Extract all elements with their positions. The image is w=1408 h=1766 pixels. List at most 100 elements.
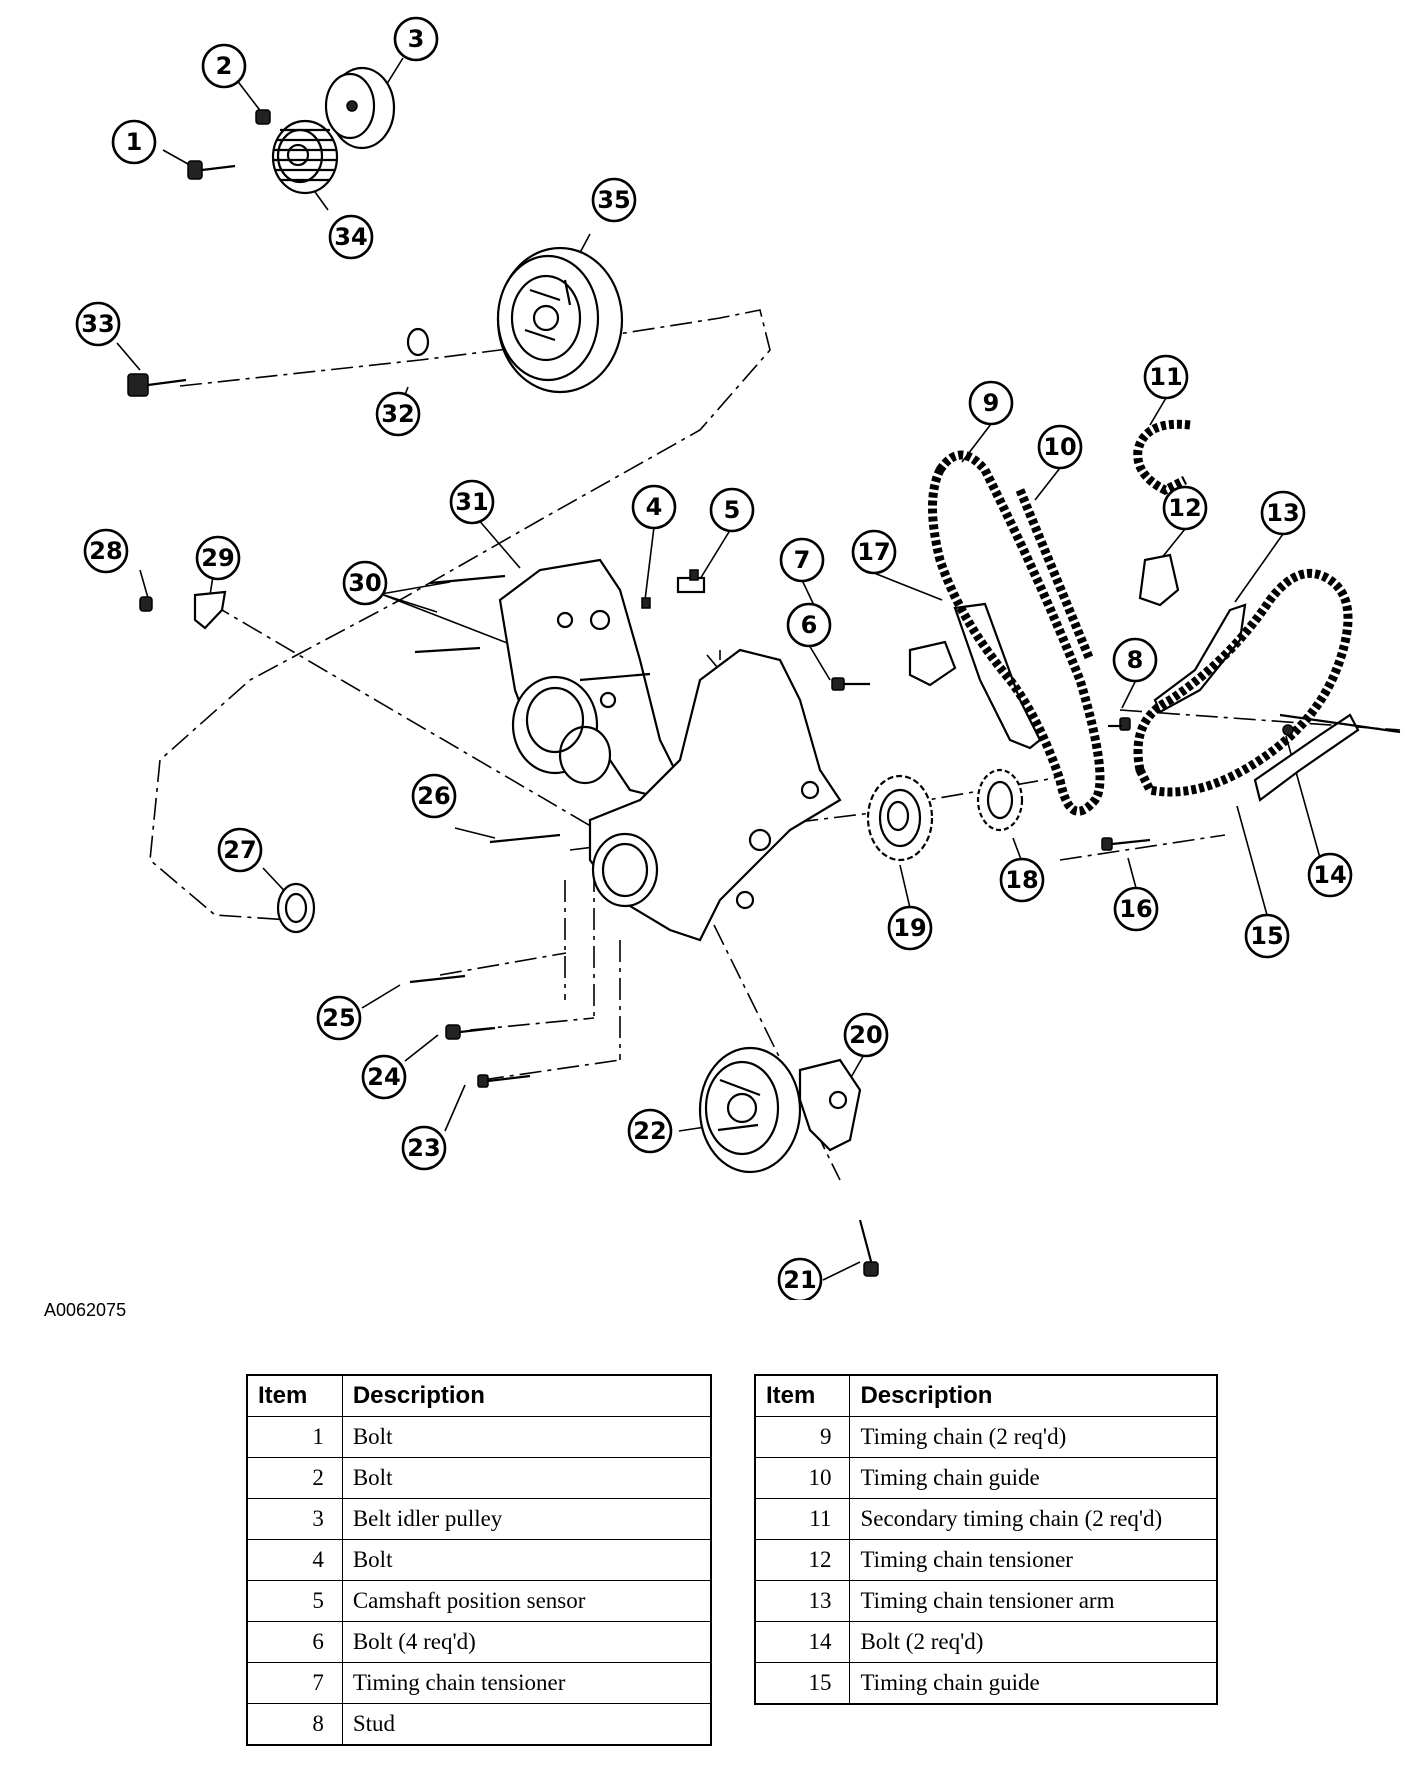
bolt-14 <box>1282 724 1294 736</box>
callout-21: 21 <box>777 1257 823 1300</box>
item-number: 6 <box>246 1621 343 1663</box>
callout-25: 25 <box>316 995 362 1041</box>
item-description: Bolt (2 req'd) <box>849 1621 1218 1663</box>
callout-label: 10 <box>1043 433 1076 461</box>
item-number: 9 <box>754 1416 851 1458</box>
callout-label: 29 <box>201 544 234 572</box>
callout-label: 23 <box>407 1134 440 1162</box>
callout-label: 25 <box>322 1004 355 1032</box>
callout-8: 8 <box>1112 637 1158 683</box>
power-steering-pump-pulley-22 <box>698 1046 802 1174</box>
callout-11: 11 <box>1143 354 1189 400</box>
callout-label: 30 <box>348 569 381 597</box>
callout-19: 19 <box>887 905 933 951</box>
callout-label: 17 <box>857 538 890 566</box>
legend-header-row: Item Description <box>246 1374 712 1417</box>
callout-label: 24 <box>367 1063 400 1091</box>
callout-label: 14 <box>1313 861 1346 889</box>
camshaft-position-sensor-5 <box>676 569 706 594</box>
callout-34: 34 <box>328 214 374 260</box>
callout-label: 28 <box>89 537 122 565</box>
callout-label: 13 <box>1266 499 1299 527</box>
crankshaft-pulley-35 <box>496 246 624 394</box>
callout-label: 27 <box>223 836 256 864</box>
callout-10: 10 <box>1037 424 1083 470</box>
item-number: 10 <box>754 1457 851 1499</box>
callout-3: 3 <box>393 16 439 62</box>
header-description: Description <box>849 1374 1218 1417</box>
sprocket-18 <box>976 768 1024 832</box>
secondary-timing-chain-11 <box>1133 419 1191 496</box>
timing-chain-guide-10 <box>1015 488 1095 662</box>
item-description: Timing chain tensioner <box>849 1539 1218 1581</box>
callout-label: 21 <box>783 1266 816 1294</box>
callout-1: 1 <box>111 119 157 165</box>
item-number: 14 <box>754 1621 851 1663</box>
callout-label: 32 <box>381 400 414 428</box>
callout-20: 20 <box>843 1012 889 1058</box>
item-number: 15 <box>754 1662 851 1705</box>
callout-29: 29 <box>195 535 241 581</box>
callout-label: 12 <box>1168 494 1201 522</box>
bolt-1 <box>187 160 236 180</box>
callout-label: 5 <box>724 496 741 524</box>
timing-chain-9 <box>928 450 1105 816</box>
engine-front-cover <box>588 648 842 942</box>
bolt-26 <box>489 833 561 844</box>
callout-label: 2 <box>216 52 233 80</box>
exploded-parts-diagram: 1 2 3 4 5 6 7 8 9 10 11 12 13 14 15 16 1… <box>75 16 1401 1300</box>
callout-label: 18 <box>1005 866 1038 894</box>
callout-label: 35 <box>597 186 630 214</box>
callout-13: 13 <box>1260 490 1306 536</box>
callout-label: 15 <box>1250 922 1283 950</box>
callout-label: 16 <box>1119 895 1152 923</box>
bolt-2 <box>255 109 271 125</box>
callout-17: 17 <box>851 529 897 575</box>
bolt-6 <box>831 677 870 691</box>
bolts-30 <box>414 574 651 682</box>
item-number: 12 <box>754 1539 851 1581</box>
item-description: Timing chain tensioner <box>341 1662 712 1704</box>
callout-label: 22 <box>633 1117 666 1145</box>
bolt-21 <box>858 1219 879 1277</box>
callout-31: 31 <box>449 479 495 525</box>
tensioner-arm-13 <box>1153 603 1247 714</box>
callout-label: 3 <box>408 25 425 53</box>
timing-chain-tensioner-7 <box>908 640 957 687</box>
callout-9: 9 <box>968 380 1014 426</box>
callout-7: 7 <box>779 537 825 583</box>
callout-30: 30 <box>342 560 388 606</box>
callout-label: 4 <box>646 493 663 521</box>
stud-25 <box>409 974 466 984</box>
callout-18: 18 <box>999 857 1045 903</box>
item-number: 1 <box>246 1416 343 1458</box>
item-description: Timing chain tensioner arm <box>849 1580 1218 1622</box>
bolt-4 <box>641 597 651 609</box>
callout-26: 26 <box>411 773 457 819</box>
callout-label: 34 <box>334 223 367 251</box>
power-steering-pump-20 <box>798 1058 862 1152</box>
callout-label: 7 <box>794 546 811 574</box>
item-number: 5 <box>246 1580 343 1622</box>
item-number: 2 <box>246 1457 343 1499</box>
washer-32 <box>406 327 430 357</box>
item-number: 13 <box>754 1580 851 1622</box>
callout-label: 19 <box>893 914 926 942</box>
item-description: Timing chain guide <box>849 1662 1218 1705</box>
callout-15: 15 <box>1244 913 1290 959</box>
